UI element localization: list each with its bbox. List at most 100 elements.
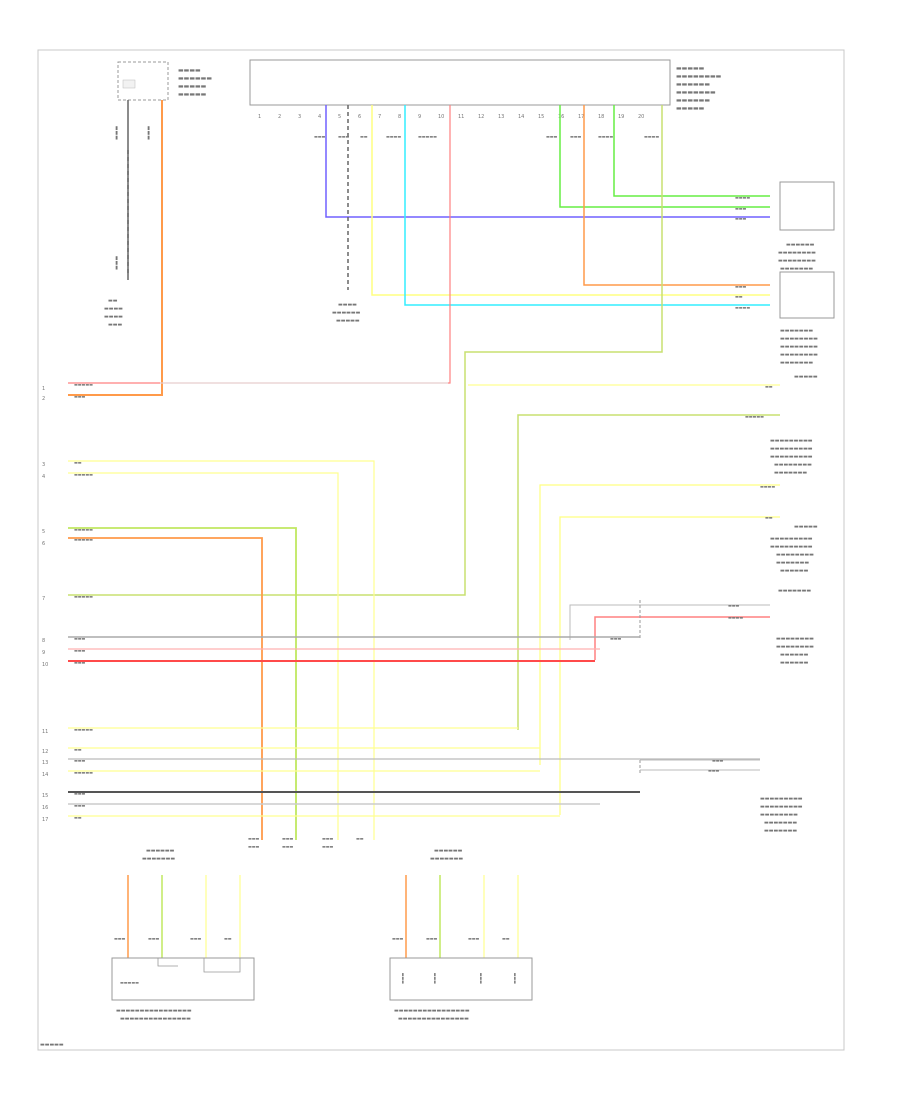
svg-text:▬▬▬: ▬▬▬ <box>478 972 483 984</box>
svg-text:▬▬▬: ▬▬▬ <box>735 216 747 221</box>
svg-text:▬▬▬▬▬▬▬▬▬▬▬▬▬▬▬: ▬▬▬▬▬▬▬▬▬▬▬▬▬▬▬ <box>398 1016 469 1022</box>
svg-text:▬▬▬: ▬▬▬ <box>610 636 622 641</box>
wire-yellow-1 <box>371 105 770 296</box>
svg-text:11: 11 <box>458 114 464 120</box>
svg-text:▬▬: ▬▬ <box>74 815 82 820</box>
svg-text:14: 14 <box>42 772 48 778</box>
svg-text:▬▬: ▬▬ <box>74 747 82 752</box>
svg-text:▬▬▬: ▬▬▬ <box>282 844 294 849</box>
svg-text:▬▬: ▬▬ <box>360 134 368 139</box>
svg-text:▬▬▬▬: ▬▬▬▬ <box>728 615 743 620</box>
diagram-frame <box>37 49 845 1051</box>
svg-text:9: 9 <box>418 114 421 120</box>
svg-text:▬▬▬▬▬▬▬▬▬▬▬▬▬▬▬: ▬▬▬▬▬▬▬▬▬▬▬▬▬▬▬ <box>120 1016 191 1022</box>
svg-text:▬▬▬: ▬▬▬ <box>108 322 122 328</box>
svg-text:▬▬▬▬▬▬▬▬▬: ▬▬▬▬▬▬▬▬▬ <box>770 454 813 460</box>
svg-text:8: 8 <box>398 114 401 120</box>
svg-text:▬▬▬▬▬: ▬▬▬▬▬ <box>74 770 93 775</box>
svg-text:▬▬▬: ▬▬▬ <box>114 126 120 140</box>
svg-text:▬▬▬▬▬▬▬: ▬▬▬▬▬▬▬ <box>142 856 175 862</box>
svg-text:▬▬▬▬▬: ▬▬▬▬▬ <box>120 980 139 985</box>
svg-text:15: 15 <box>538 114 544 120</box>
svg-text:▬▬▬▬▬▬▬▬: ▬▬▬▬▬▬▬▬ <box>780 344 818 350</box>
svg-text:▬▬▬▬: ▬▬▬▬ <box>338 302 357 308</box>
svg-text:▬▬▬▬▬▬▬▬▬: ▬▬▬▬▬▬▬▬▬ <box>770 536 813 542</box>
svg-text:▬▬▬▬▬▬▬▬: ▬▬▬▬▬▬▬▬ <box>778 250 816 256</box>
right-sensor-1: ▬▬▬▬▬▬▬ ▬▬▬ ▬▬▬▬ ▬▬▬ ▬▬▬▬▬▬▬▬ ▬▬▬▬▬▬▬▬ ▬… <box>569 588 814 666</box>
svg-text:▬▬▬▬: ▬▬▬▬ <box>735 195 750 200</box>
svg-text:▬▬▬▬▬▬: ▬▬▬▬▬▬ <box>146 848 175 854</box>
svg-text:▬▬▬: ▬▬▬ <box>432 972 437 984</box>
wire-left-ground: ▬▬▬ ▬▬▬ ▬▬ ▬▬▬▬ ▬▬▬▬ ▬▬▬ <box>104 100 129 328</box>
wire-red-top <box>68 105 451 384</box>
svg-text:▬▬▬: ▬▬▬ <box>114 256 120 270</box>
svg-text:▬▬▬▬▬▬▬: ▬▬▬▬▬▬▬ <box>780 360 813 366</box>
svg-text:▬▬: ▬▬ <box>765 384 773 389</box>
svg-text:▬▬▬▬: ▬▬▬▬ <box>178 67 201 74</box>
svg-text:16: 16 <box>558 114 564 120</box>
wire-green-1 <box>559 105 770 208</box>
svg-text:7: 7 <box>378 114 381 120</box>
svg-text:▬▬▬▬▬: ▬▬▬▬▬ <box>74 527 93 532</box>
svg-text:▬▬▬▬▬▬▬: ▬▬▬▬▬▬▬ <box>776 560 809 566</box>
svg-text:▬▬▬▬▬: ▬▬▬▬▬ <box>745 414 764 419</box>
svg-text:▬▬▬▬▬▬▬▬▬: ▬▬▬▬▬▬▬▬▬ <box>770 544 813 550</box>
svg-text:19: 19 <box>618 114 624 120</box>
wire-orange-2 <box>583 105 770 286</box>
svg-text:▬▬▬: ▬▬▬ <box>735 284 747 289</box>
svg-text:20: 20 <box>638 114 644 120</box>
svg-text:▬▬▬▬▬▬▬: ▬▬▬▬▬▬▬ <box>780 266 813 272</box>
svg-text:▬▬▬▬▬▬▬▬▬: ▬▬▬▬▬▬▬▬▬ <box>770 446 813 452</box>
svg-text:▬▬▬▬: ▬▬▬▬ <box>104 306 123 312</box>
svg-text:▬▬▬: ▬▬▬ <box>148 936 160 941</box>
svg-text:▬▬▬: ▬▬▬ <box>74 636 86 641</box>
right-component-1: ▬▬▬▬ ▬▬▬ ▬▬▬ ▬▬▬▬▬▬ ▬▬▬▬▬▬▬▬ ▬▬▬▬▬▬▬▬ ▬▬… <box>735 181 835 272</box>
svg-text:10: 10 <box>42 662 48 668</box>
svg-text:▬▬▬: ▬▬▬ <box>74 803 86 808</box>
svg-text:▬▬▬: ▬▬▬ <box>314 134 326 139</box>
svg-text:▬▬▬▬: ▬▬▬▬ <box>598 134 613 139</box>
top-left-connector: ▬▬▬▬ ▬▬▬▬▬▬ ▬▬▬▬▬ ▬▬▬▬▬ <box>117 61 212 101</box>
svg-text:▬▬▬▬▬▬▬▬: ▬▬▬▬▬▬▬▬ <box>776 552 814 558</box>
svg-text:▬▬▬▬▬▬: ▬▬▬▬▬▬ <box>780 660 809 666</box>
svg-text:12: 12 <box>478 114 484 120</box>
top-wire-labels: ▬▬▬▬▬▬ ▬▬▬▬▬▬ ▬▬▬▬▬▬▬▬ ▬▬▬▬▬▬▬ ▬▬▬▬ <box>314 134 659 139</box>
svg-text:2: 2 <box>278 114 281 120</box>
svg-text:▬▬▬▬▬: ▬▬▬▬▬ <box>74 382 93 387</box>
svg-text:▬▬▬: ▬▬▬ <box>728 603 740 608</box>
diagram-id: ▬▬▬▬▬ <box>40 1042 64 1048</box>
svg-text:▬▬▬: ▬▬▬ <box>708 768 720 773</box>
svg-text:▬▬▬▬▬: ▬▬▬▬▬ <box>74 727 93 732</box>
svg-text:▬▬▬▬: ▬▬▬▬ <box>735 305 750 310</box>
svg-text:▬▬▬: ▬▬▬ <box>570 134 582 139</box>
right-component-2: ▬▬▬ ▬▬ ▬▬▬▬ ▬▬▬▬▬▬▬ ▬▬▬▬▬▬▬▬ ▬▬▬▬▬▬▬▬ ▬▬… <box>735 271 835 366</box>
svg-text:▬▬▬: ▬▬▬ <box>74 791 86 796</box>
top-module-connector: ▬▬▬▬▬ ▬▬▬▬▬▬▬▬ ▬▬▬▬▬▬ ▬▬▬▬▬▬▬ ▬▬▬▬▬▬ ▬▬▬… <box>249 59 722 112</box>
svg-text:4: 4 <box>318 114 321 120</box>
svg-text:▬▬▬▬▬: ▬▬▬▬▬ <box>74 472 93 477</box>
svg-text:13: 13 <box>42 760 48 766</box>
svg-text:▬▬▬▬▬▬: ▬▬▬▬▬▬ <box>676 81 710 88</box>
wire-blue <box>325 105 770 218</box>
svg-text:▬▬: ▬▬ <box>108 298 118 304</box>
svg-text:▬▬▬▬▬▬▬▬: ▬▬▬▬▬▬▬▬ <box>776 644 814 650</box>
wire-yellow-green-top <box>68 105 663 596</box>
svg-text:▬▬▬▬▬: ▬▬▬▬▬ <box>74 594 93 599</box>
svg-text:15: 15 <box>42 793 48 799</box>
svg-text:8: 8 <box>42 638 45 644</box>
svg-text:13: 13 <box>498 114 504 120</box>
svg-text:▬▬▬▬▬▬: ▬▬▬▬▬▬ <box>676 97 710 104</box>
svg-text:11: 11 <box>42 729 48 735</box>
svg-text:▬▬▬: ▬▬▬ <box>322 844 334 849</box>
svg-text:5: 5 <box>42 529 45 535</box>
right-wire-yellow-1: ▬▬ ▬▬▬▬▬ <box>468 384 780 730</box>
svg-text:▬▬▬▬▬▬▬: ▬▬▬▬▬▬▬ <box>430 856 463 862</box>
svg-text:5: 5 <box>338 114 341 120</box>
svg-text:4: 4 <box>42 474 45 480</box>
svg-text:▬▬▬▬▬▬▬▬: ▬▬▬▬▬▬▬▬ <box>776 636 814 642</box>
svg-text:▬▬▬: ▬▬▬ <box>546 134 558 139</box>
svg-text:▬▬▬: ▬▬▬ <box>190 936 202 941</box>
svg-text:▬▬▬▬▬▬: ▬▬▬▬▬▬ <box>786 242 815 248</box>
svg-text:▬▬▬▬▬▬▬▬: ▬▬▬▬▬▬▬▬ <box>780 352 818 358</box>
